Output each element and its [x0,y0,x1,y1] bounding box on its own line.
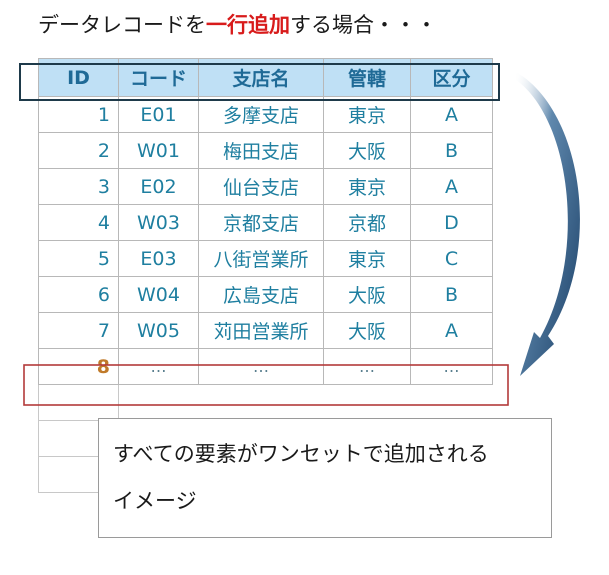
cell-id: 5 [38,240,119,277]
cell-id: 6 [38,276,119,313]
cell-branch-name: 京都支店 [198,204,324,241]
caption-box: すべての要素がワンセットで追加される イメージ [98,418,552,538]
cell-category: B [410,132,493,169]
new-cell-jurisdiction: … [323,348,411,385]
cell-category: D [410,204,493,241]
cell-code: E03 [118,240,199,277]
cell-category: C [410,240,493,277]
caption-line-2: イメージ [113,489,197,513]
cell-id: 3 [38,168,119,205]
header-category: 区分 [410,58,493,97]
cell-jurisdiction: 大阪 [323,132,411,169]
cell-branch-name: 八街営業所 [198,240,324,277]
cell-branch-name: 多摩支店 [198,96,324,133]
cell-jurisdiction: 東京 [323,168,411,205]
table-row: 4 W03 京都支店 京都 D [38,204,493,241]
cell-jurisdiction: 大阪 [323,276,411,313]
cell-jurisdiction: 京都 [323,204,411,241]
header-id: ID [38,58,119,97]
heading-highlight: 一行追加 [206,13,290,37]
heading: データレコードを一行追加する場合・・・ [38,8,437,42]
cell-jurisdiction: 大阪 [323,312,411,349]
header-code: コード [118,58,199,97]
new-cell-id: 8 [38,348,119,385]
cell-id: 1 [38,96,119,133]
table-row: 7 W05 苅田営業所 大阪 A [38,312,493,349]
cell-code: W05 [118,312,199,349]
cell-category: A [410,96,493,133]
cell-jurisdiction: 東京 [323,96,411,133]
cell-id: 7 [38,312,119,349]
cell-category: B [410,276,493,313]
empty-row [38,384,493,421]
table-row: 5 E03 八街営業所 東京 C [38,240,493,277]
heading-suffix: する場合・・・ [290,13,437,37]
cell-jurisdiction: 東京 [323,240,411,277]
empty-cell [118,384,199,421]
header-jurisdiction: 管轄 [323,58,411,97]
new-cell-category: … [410,348,493,385]
header-row: ID コード 支店名 管轄 区分 [38,58,493,97]
cell-code: W01 [118,132,199,169]
cell-code: W04 [118,276,199,313]
new-table-row: 8 … … … … [38,348,493,385]
cell-id: 4 [38,204,119,241]
cell-category: A [410,168,493,205]
cell-code: E01 [118,96,199,133]
cell-category: A [410,312,493,349]
table-row: 2 W01 梅田支店 大阪 B [38,132,493,169]
table-row: 1 E01 多摩支店 東京 A [38,96,493,133]
curved-arrow-icon [516,72,580,376]
cell-branch-name: 広島支店 [198,276,324,313]
caption-line-1: すべての要素がワンセットで追加される [113,442,489,466]
cell-branch-name: 仙台支店 [198,168,324,205]
table-row: 3 E02 仙台支店 東京 A [38,168,493,205]
cell-id: 2 [38,132,119,169]
table-row: 6 W04 広島支店 大阪 B [38,276,493,313]
cell-branch-name: 苅田営業所 [198,312,324,349]
empty-cell [38,384,119,421]
cell-code: W03 [118,204,199,241]
header-branch-name: 支店名 [198,58,324,97]
heading-prefix: データレコードを [38,13,206,37]
empty-cell [410,384,493,421]
empty-cell [198,384,324,421]
empty-cell [323,384,411,421]
cell-branch-name: 梅田支店 [198,132,324,169]
new-cell-code: … [118,348,199,385]
new-cell-branch-name: … [198,348,324,385]
cell-code: E02 [118,168,199,205]
